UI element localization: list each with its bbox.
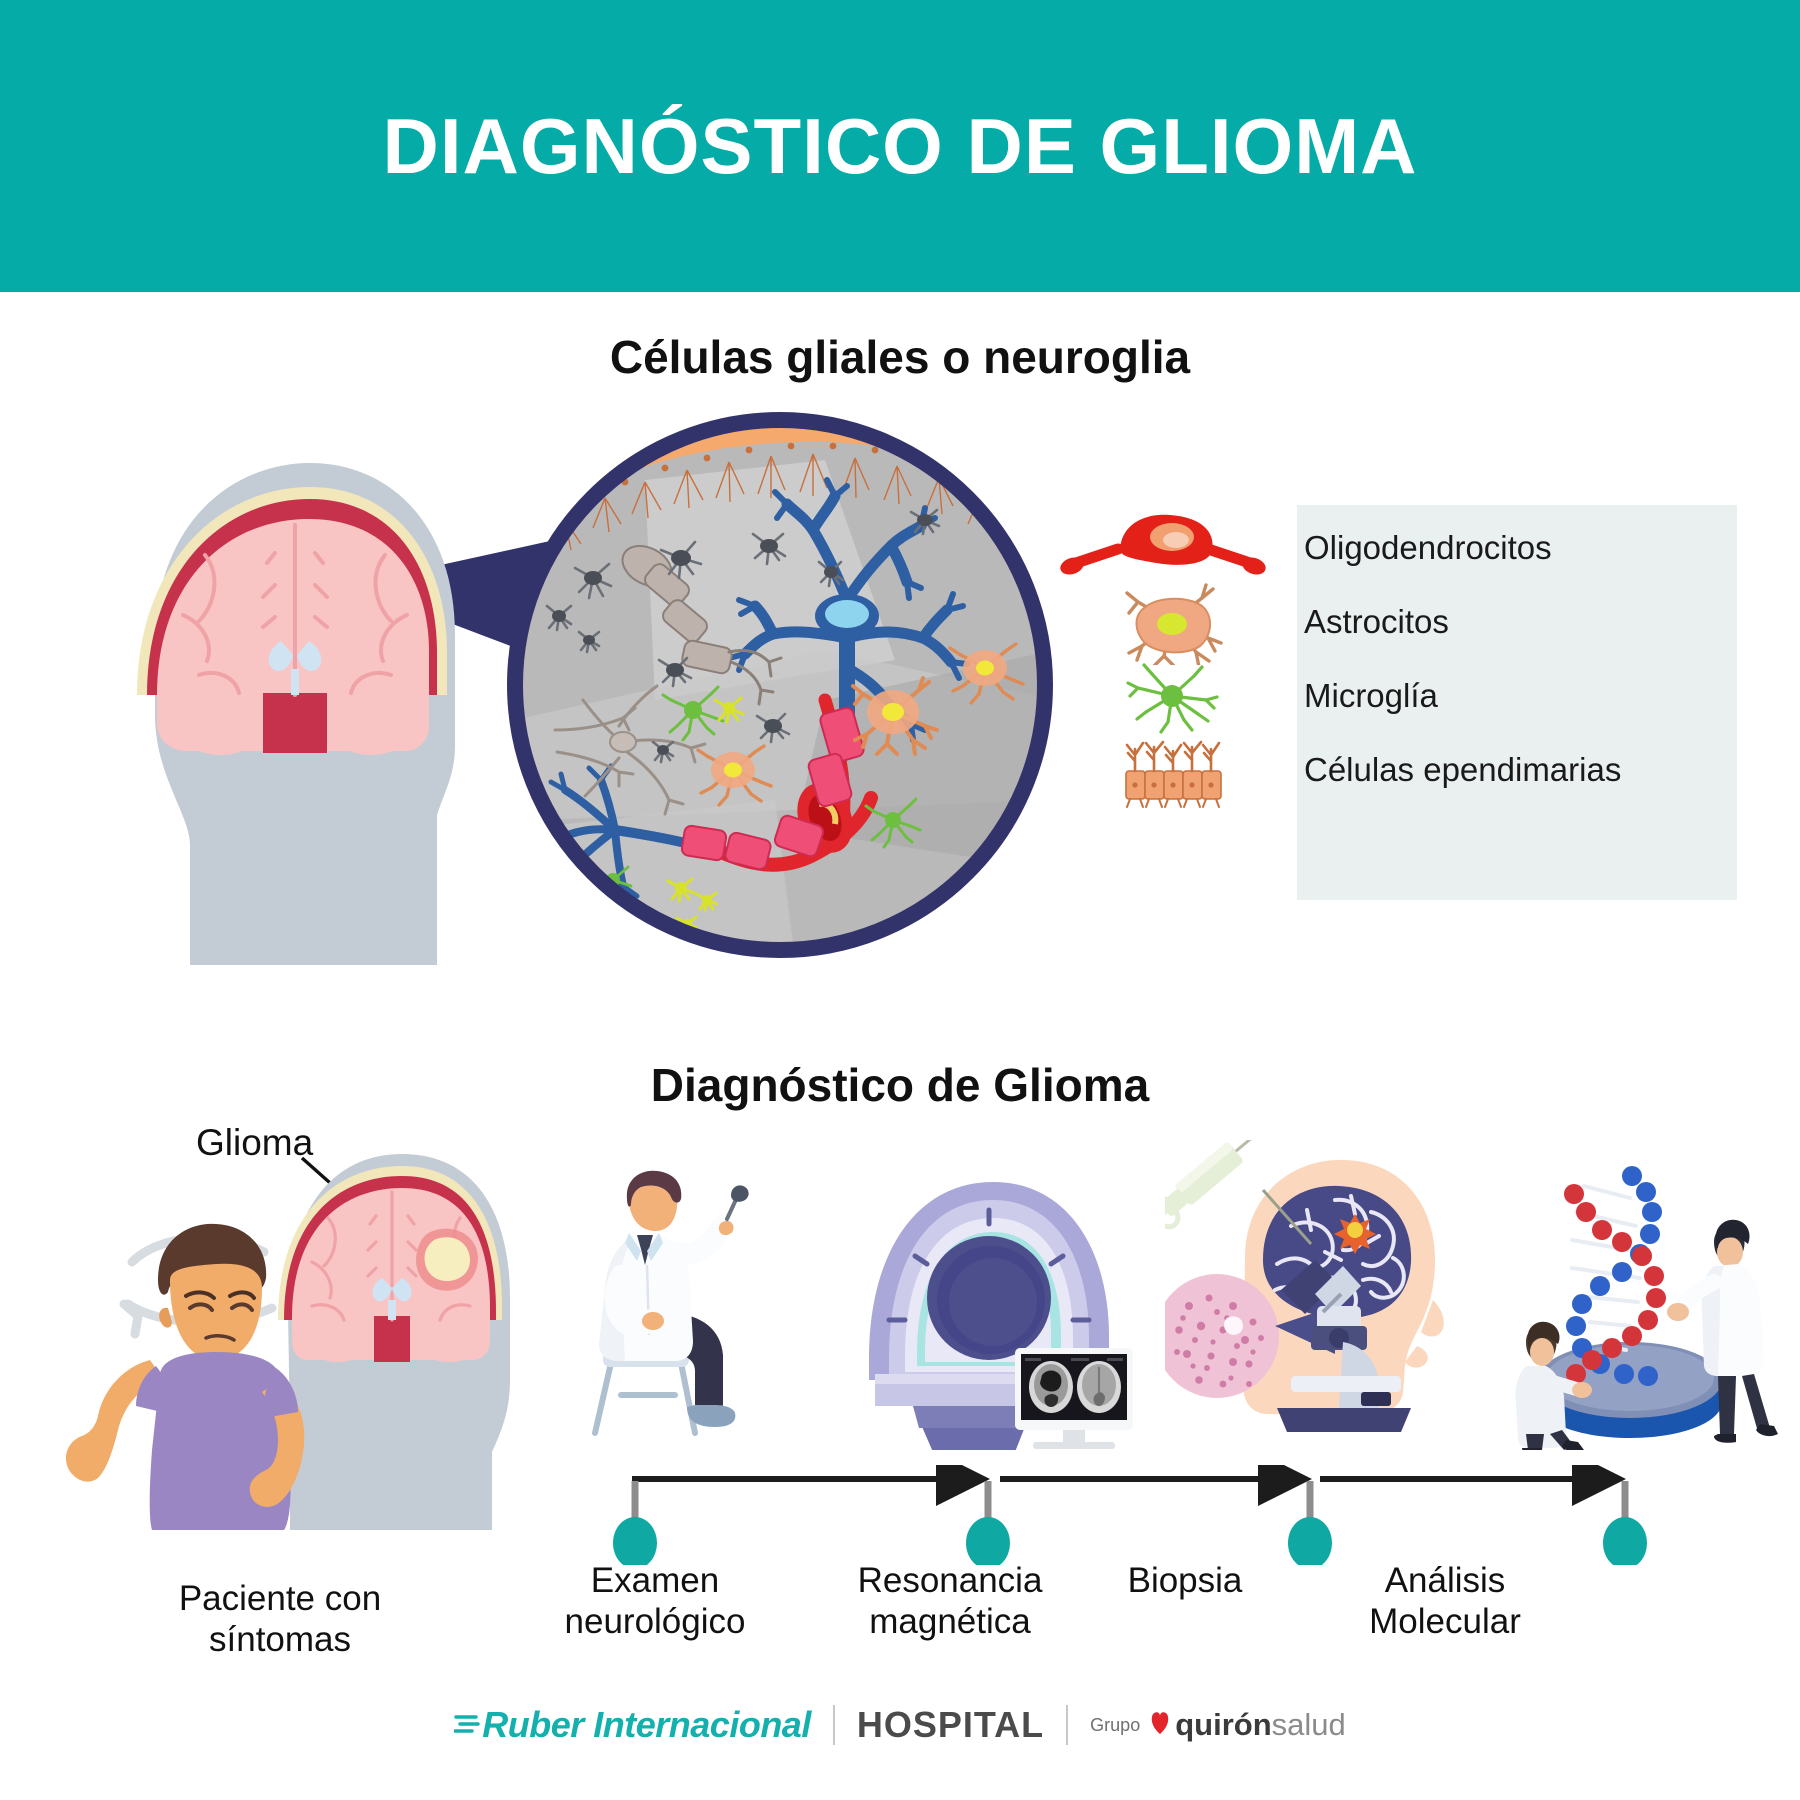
magnified-neuroglia-circle-icon [507, 412, 1053, 958]
step-label-line1: Paciente con [178, 1579, 382, 1618]
quiron-heart-icon [1149, 1710, 1171, 1741]
step-label-line2: síntomas [209, 1620, 351, 1660]
step-label-biopsia: Biopsia [1020, 1560, 1350, 1601]
legend-panel [1297, 505, 1737, 900]
oligodendrocyte-icon [1060, 505, 1290, 591]
glial-cells-section: Oligodendrocitos Astrocitos [0, 390, 1800, 1030]
microglia-icon [1060, 653, 1290, 739]
legend-label-astrocitos: Astrocitos [1304, 603, 1449, 640]
legend-label-microglia: Microglía [1304, 677, 1438, 714]
header-band: DIAGNÓSTICO DE GLIOMA [0, 0, 1800, 292]
dna-molecular-analysis-icon [1515, 1166, 1778, 1450]
astrocyte-icon [1060, 579, 1290, 669]
legend-row-oligodendrocitos: Oligodendrocitos [1060, 505, 1740, 591]
logo-grupo-word: Grupo [1090, 1714, 1141, 1735]
logo-ruber-internacional: Ruber Internacional [482, 1704, 811, 1745]
step-label-line1: Biopsia [1127, 1561, 1243, 1600]
diagnosis-section-heading: Diagnóstico de Glioma [650, 1059, 1150, 1111]
logo-speed-lines-icon [453, 1708, 480, 1743]
step-label-line2: Molecular [1369, 1602, 1521, 1642]
glial-cell-legend: Oligodendrocitos Astrocitos [1060, 505, 1740, 900]
glial-section-heading: Células gliales o neuroglia [609, 331, 1191, 383]
logo-hospital-word: HOSPITAL [856, 1704, 1045, 1745]
step-label-line1: Examen [590, 1561, 720, 1600]
legend-row-celulas-ependimarias: Células ependimarias [1060, 727, 1740, 813]
patient-with-symptoms-icon [65, 1154, 510, 1530]
logo-quironsalud: quirónsalud [1175, 1707, 1346, 1743]
doctor-reflex-hammer-icon [592, 1170, 749, 1436]
diagnosis-steps-section: Glioma [0, 1120, 1800, 1680]
step-label-paciente: Paciente con síntomas [60, 1578, 500, 1661]
legend-row-astrocitos: Astrocitos [1060, 579, 1740, 669]
footer-logo: Ruber Internacional HOSPITAL Grupo quiró… [0, 1690, 1800, 1760]
step-label-analisis-molecular: Análisis Molecular [1260, 1560, 1630, 1643]
step-label-line1: Análisis [1384, 1561, 1506, 1600]
logo-divider-1 [832, 1705, 835, 1745]
biopsy-microscope-icon [1165, 1140, 1444, 1432]
head-brain-coronal-section-icon [137, 463, 455, 965]
step-label-line1: Resonancia [857, 1561, 1043, 1600]
logo-salud-light: salud [1271, 1707, 1346, 1742]
legend-label-celulas-ependimarias: Células ependimarias [1304, 751, 1622, 788]
legend-label-oligodendrocitos: Oligodendrocitos [1304, 529, 1552, 566]
glioma-callout-label: Glioma [196, 1122, 314, 1163]
legend-row-microglia: Microglía [1060, 653, 1740, 739]
step-label-line2: magnética [869, 1602, 1031, 1642]
step-label-examen: Examen neurológico [470, 1560, 840, 1643]
diagnosis-timeline [613, 1465, 1647, 1565]
logo-quiron-bold: quirón [1175, 1707, 1272, 1742]
logo-divider-2 [1066, 1705, 1069, 1745]
mri-scanner-icon [869, 1182, 1133, 1450]
step-label-resonancia: Resonancia magnética [765, 1560, 1135, 1643]
step-label-line2: neurológico [564, 1602, 746, 1642]
ependymal-cells-icon [1060, 727, 1290, 813]
page-title: DIAGNÓSTICO DE GLIOMA [382, 102, 1418, 190]
